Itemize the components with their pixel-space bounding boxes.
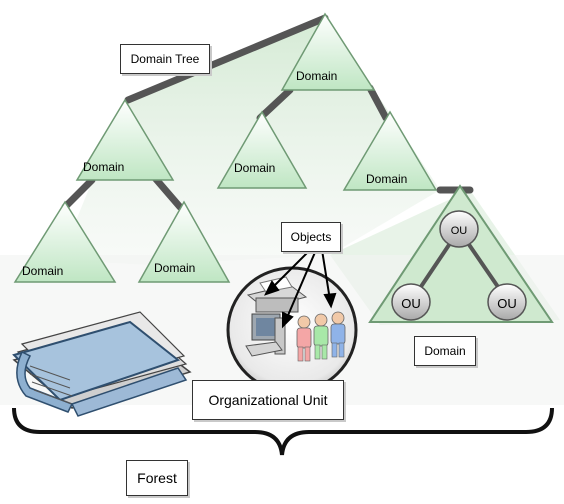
ou-node-bottom-left	[391, 283, 431, 321]
domain-center-left-label: Domain	[234, 161, 275, 175]
object-arrows	[264, 249, 337, 329]
domain-bottom-left-label: Domain	[22, 264, 63, 278]
objects-callout: Objects	[281, 222, 341, 252]
forest-callout: Forest	[126, 460, 188, 496]
computer-icon	[245, 313, 286, 357]
domain-right-label: Domain	[366, 172, 407, 186]
users-icon	[296, 311, 346, 362]
domain-callout: Domain	[414, 336, 476, 366]
domain-tree-label: Domain Tree	[130, 52, 200, 66]
domain-labels: Domain Domain Domain Domain Domain Domai…	[22, 69, 407, 278]
ou-node-bottom-right	[487, 283, 527, 321]
domain-center-left-triangle	[216, 110, 308, 189]
domain-tree-callout: Domain Tree	[120, 44, 210, 74]
forest-label: Forest	[137, 470, 177, 486]
ou-bottom-right-label: OU	[497, 296, 517, 311]
binder-icon	[12, 311, 192, 417]
domain-root-triangle	[280, 12, 376, 91]
domain-left-label: Domain	[83, 160, 124, 174]
objects-label: Objects	[290, 230, 332, 244]
domain-right-triangle	[342, 110, 438, 191]
organizational-unit-label: Organizational Unit	[208, 392, 328, 408]
ou-structure: OU OU OU	[391, 210, 527, 321]
domain-bottom-left-triangle	[13, 200, 117, 283]
ou-node-top	[439, 210, 479, 248]
domain-left-triangle	[75, 98, 175, 181]
tree-connectors	[61, 14, 474, 211]
ou-top-label: OU	[451, 225, 468, 237]
domain-bottom-center-triangle	[137, 200, 231, 283]
forest-brace	[12, 407, 554, 456]
ou-bottom-left-label: OU	[401, 296, 421, 311]
domain-bottom-center-label: Domain	[154, 261, 195, 275]
organizational-unit-disc	[226, 266, 358, 394]
domain-root-label: Domain	[296, 69, 337, 83]
organizational-unit-callout: Organizational Unit	[192, 380, 344, 420]
domain-callout-label: Domain	[424, 344, 466, 358]
